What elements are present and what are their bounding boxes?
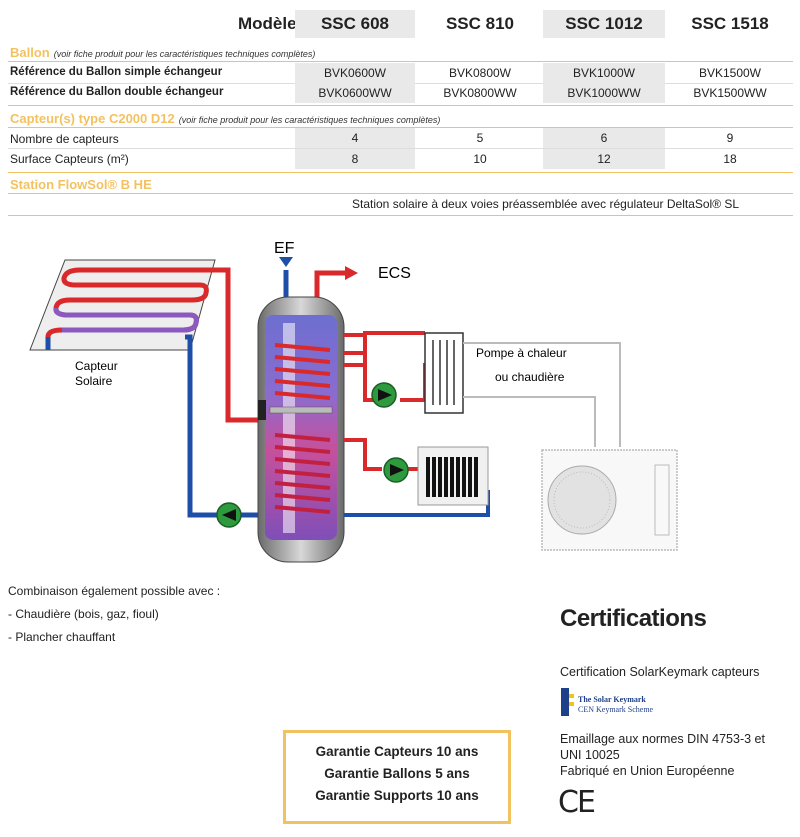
cell-simple-4: BVK1500W [698,66,762,80]
cell-count-4: 9 [726,131,734,145]
warranty-ballons: Garantie Ballons 5 ans [324,766,470,781]
section-ballon: Ballon(voir fiche produit pour les carac… [10,45,315,60]
hot-pipe [215,267,262,423]
row-label-count: Nombre de capteurs [10,132,119,146]
storage-tank [257,296,345,563]
boiler-pump-icon [371,382,397,408]
station-description: Station solaire à deux voies préassemblé… [352,197,740,211]
solarkeymark-text: Certification SolarKeymark capteurs [560,665,760,679]
enamel-line-1: Emaillage aux normes DIN 4753-3 et [560,732,765,746]
cell-simple-1: BVK0600W [295,63,415,83]
cell-simple-2: BVK0800W [448,66,512,80]
row-label-simple: Référence du Ballon simple échangeur [10,66,223,78]
section-capteurs-title: Capteur(s) type C2000 D12 [10,111,175,126]
divider [8,215,793,216]
cell-surface-3: 12 [543,149,665,169]
upper-coil [274,343,331,400]
warranty-box: Garantie Capteurs 10 ans Garantie Ballon… [283,730,511,824]
heat-exchanger-unit [424,332,464,414]
cell-double-2: BVK0800WW [443,86,517,100]
enamel-line-2: UNI 10025 [560,748,620,762]
section-ballon-note: (voir fiche produit pour les caractérist… [53,49,316,59]
model-label: Modèle [238,14,297,33]
section-capteurs-note: (voir fiche produit pour les caractérist… [178,115,441,125]
combination-item-floor: - Plancher chauffant [8,630,116,644]
cell-count-1: 4 [295,128,415,148]
divider [8,193,793,194]
divider [8,172,793,173]
combination-item-boiler: - Chaudière (bois, gaz, fioul) [8,607,159,621]
divider [8,105,793,106]
collector-label-1: Capteur [75,359,118,373]
combination-intro: Combinaison également possible avec : [8,584,221,598]
section-ballon-title: Ballon [10,45,50,60]
logo-line1: The Solar Keymark [578,695,646,704]
model-ssc1518: SSC 1518 [691,14,769,33]
row-label-double: Référence du Ballon double échangeur [10,86,224,98]
heatpump-pipe [463,342,621,447]
divider [8,127,793,128]
heatpump-label-1: Pompe à chaleur [476,346,567,360]
cell-double-4: BVK1500WW [693,86,767,100]
cell-count-2: 5 [476,131,484,145]
divider [8,61,793,62]
section-capteurs: Capteur(s) type C2000 D12(voir fiche pro… [10,111,440,126]
ce-mark-icon: CE [558,785,596,820]
section-station: Station FlowSol® B HE [10,177,152,192]
cell-surface-4: 18 [723,152,737,166]
warranty-capteurs: Garantie Capteurs 10 ans [315,744,479,759]
model-ssc608: SSC 608 [295,10,415,38]
heatpump-label-2: ou chaudière [495,370,565,384]
ecs-arrow [345,266,358,280]
cell-count-3: 6 [543,128,665,148]
ef-arrow [279,257,293,267]
cell-double-3: BVK1000WW [543,83,665,103]
logo-line2: CEN Keymark Scheme [578,705,654,714]
cell-surface-2: 10 [473,152,487,166]
radiator [417,446,489,506]
collector-coil-cool [53,307,199,333]
radiator-pump-icon [383,457,409,483]
row-label-surface: Surface Capteurs (m²) [10,152,129,166]
cell-double-1: BVK0600WW [295,83,415,103]
divider [8,148,793,149]
outdoor-heatpump-unit [541,449,678,551]
made-in-eu: Fabriqué en Union Européenne [560,764,735,778]
lower-coil [274,433,331,514]
ecs-label: ECS [378,265,411,282]
ecs-pipe [314,270,345,305]
cell-simple-3: BVK1000W [543,63,665,83]
warranty-supports: Garantie Supports 10 ans [315,788,479,803]
solar-collector [29,259,216,351]
solar-keymark-logo: The Solar Keymark CEN Keymark Scheme [560,686,680,718]
solar-system-diagram: Capteur Solaire EF ECS Pompe à chaleur o… [29,240,678,563]
collector-label-2: Solaire [75,374,113,388]
model-ssc1012: SSC 1012 [543,10,665,38]
certifications-title: Certifications [560,605,707,632]
ef-label: EF [274,240,295,257]
solar-pump-icon [216,502,242,528]
model-ssc810: SSC 810 [445,14,515,33]
cell-surface-1: 8 [295,149,415,169]
